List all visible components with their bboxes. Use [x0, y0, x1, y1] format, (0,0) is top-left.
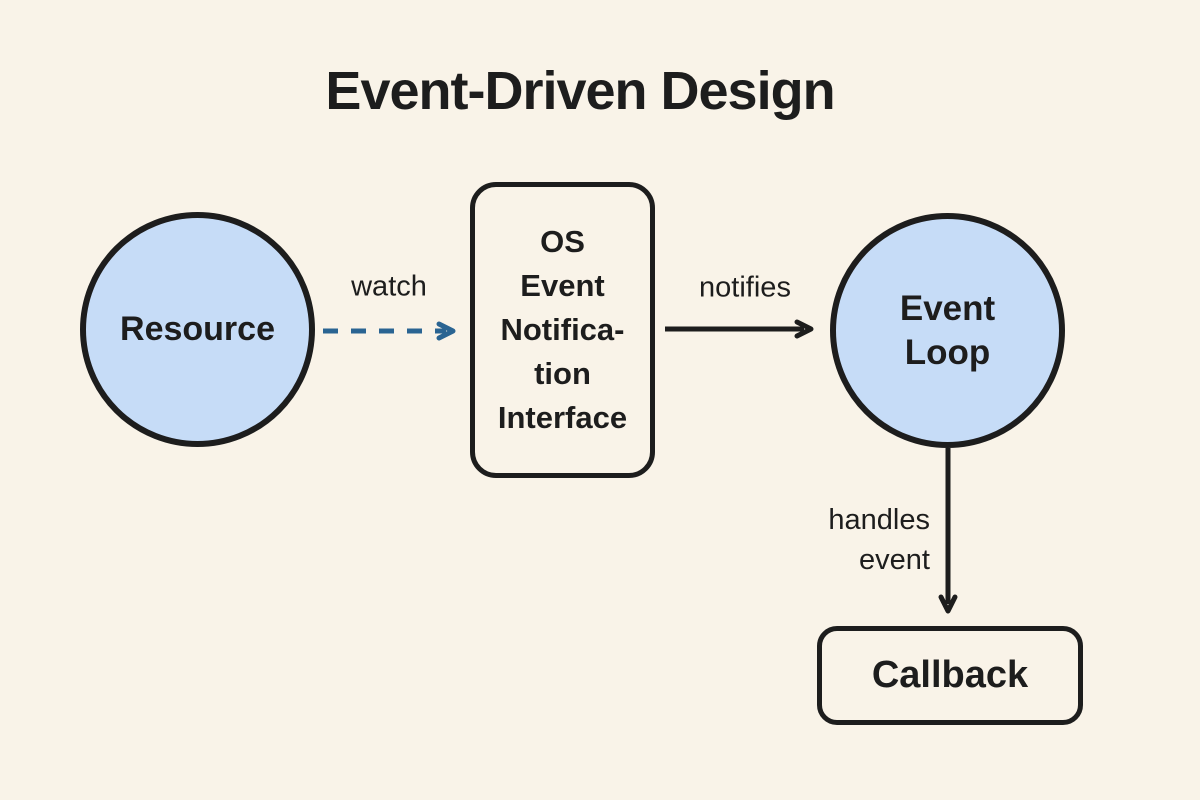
node-resource: Resource: [80, 212, 315, 447]
node-event-loop: Event Loop: [830, 213, 1065, 448]
node-callback: Callback: [817, 626, 1083, 725]
watch-edge-label: watch: [351, 270, 427, 303]
node-os-event-notification-interface: OS Event Notifica- tion Interface: [470, 182, 655, 478]
notifies-edge-label: notifies: [699, 271, 791, 304]
node-resource-label: Resource: [120, 310, 275, 348]
node-callback-label: Callback: [871, 654, 1029, 696]
node-os-label: OS Event Notifica- tion Interface: [497, 224, 628, 435]
handles-event-edge-label: handles event: [828, 504, 930, 576]
diagram-title: Event-Driven Design: [325, 61, 835, 121]
node-event-loop-label: Event Loop: [899, 288, 996, 372]
